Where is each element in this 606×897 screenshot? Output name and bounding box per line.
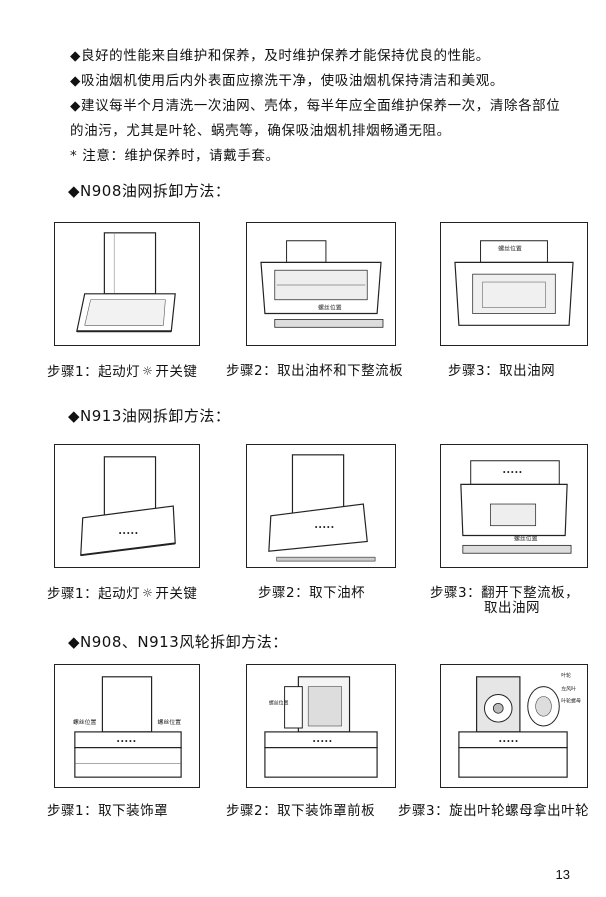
fan-step1-caption: 步骤1：取下装饰罩 — [47, 803, 169, 819]
n913-step3-caption-line1: 步骤3：翻开下整流板， — [430, 585, 580, 601]
fig-label: 螺丝位置 — [514, 534, 538, 542]
svg-text:•••••: ••••• — [312, 738, 332, 746]
range-hood-illustration — [76, 232, 176, 333]
n908-step1-caption: 步骤1：起动灯☼开关键 — [47, 364, 197, 380]
grease-filter-removal-illustration: ••••• 螺丝位置 — [460, 460, 572, 554]
fan-wheel-removal-illustration: ••••• 叶轮 左风叶 叶轮螺母 — [458, 672, 581, 778]
figure-n913-step3: ••••• 螺丝位置 — [440, 444, 588, 568]
n913-step2-caption: 步骤2：取下油杯 — [258, 585, 366, 601]
svg-text:•••••: ••••• — [116, 738, 136, 746]
n908-step3-caption: 步骤3：取出油网 — [448, 363, 556, 379]
fig-label: 螺丝位置 — [318, 304, 342, 312]
section-title-n908-grease-filter: ◆N908油网拆卸方法： — [68, 182, 231, 200]
figure-fan-step1: ••••• 螺丝位置 螺丝位置 — [54, 664, 200, 788]
caption-text: 开关键 — [155, 364, 198, 380]
svg-text:•••••: ••••• — [314, 524, 334, 532]
grease-filter-removal-illustration: 螺丝位置 — [454, 240, 574, 326]
figure-n913-step1: ••••• — [54, 444, 200, 568]
figure-n908-step2: 螺丝位置 — [246, 222, 396, 346]
oil-cup-removal-illustration: ••••• — [268, 454, 376, 562]
section-title-n913-grease-filter: ◆N913油网拆卸方法： — [68, 407, 231, 425]
n913-step1-caption: 步骤1：起动灯☼开关键 — [47, 586, 197, 602]
intro-line-4: 的油污，尤其是叶轮、蜗壳等，确保吸油烟机排烟畅通无阻。 — [70, 123, 451, 139]
range-hood-illustration: ••••• — [80, 456, 176, 557]
caption-text: 开关键 — [155, 586, 198, 602]
lamp-icon: ☼ — [142, 364, 154, 378]
figure-fan-step3: ••••• 叶轮 左风叶 叶轮螺母 — [440, 664, 588, 788]
fig-label: 螺丝位置 — [158, 718, 182, 726]
figure-fan-step2: ••••• 螺丝位置 — [246, 664, 396, 788]
intro-line-1: ◆良好的性能来自维护和保养，及时维护保养才能保持优良的性能。 — [70, 48, 490, 64]
fig-label: 螺丝位置 — [73, 718, 97, 726]
fig-label: 螺丝位置 — [269, 699, 289, 706]
decorative-cover-removal-illustration: ••••• 螺丝位置 螺丝位置 — [73, 676, 182, 778]
lamp-icon: ☼ — [142, 586, 154, 600]
fig-label: 左风叶 — [561, 686, 576, 693]
fig-label: 叶轮 — [561, 672, 571, 679]
caption-text: 步骤1：起动灯 — [47, 364, 141, 380]
page-number: 13 — [555, 867, 570, 882]
fan-step2-caption: 步骤2：取下装饰罩前板 — [226, 803, 376, 819]
intro-line-2: ◆吸油烟机使用后内外表面应擦洗干净，使吸油烟机保持清洁和美观。 — [70, 73, 504, 89]
figure-n908-step3: 螺丝位置 — [440, 222, 588, 346]
intro-line-3: ◆建议每半个月清洗一次油网、壳体，每半年应全面维护保养一次，清除各部位 — [70, 98, 561, 114]
figure-n913-step2: ••••• — [246, 444, 396, 568]
fig-label: 螺丝位置 — [498, 245, 522, 253]
figure-n908-step1 — [54, 222, 200, 346]
svg-text:•••••: ••••• — [118, 530, 138, 538]
front-cover-removal-illustration: ••••• 螺丝位置 — [264, 676, 378, 778]
n908-step2-caption: 步骤2：取出油杯和下整流板 — [226, 363, 404, 379]
n913-step3-caption-line2: 取出油网 — [484, 600, 540, 616]
section-title-fan-wheel: ◆N908、N913风轮拆卸方法： — [68, 633, 288, 651]
fan-step3-caption: 步骤3：旋出叶轮螺母拿出叶轮 — [398, 803, 590, 819]
fig-label: 叶轮螺母 — [561, 697, 581, 704]
caption-text: 步骤1：起动灯 — [47, 586, 141, 602]
oil-cup-removal-illustration: 螺丝位置 — [260, 240, 384, 328]
intro-note: * 注意：维护保养时，请戴手套。 — [70, 148, 280, 164]
svg-text:•••••: ••••• — [498, 738, 518, 746]
svg-text:•••••: ••••• — [502, 469, 522, 477]
